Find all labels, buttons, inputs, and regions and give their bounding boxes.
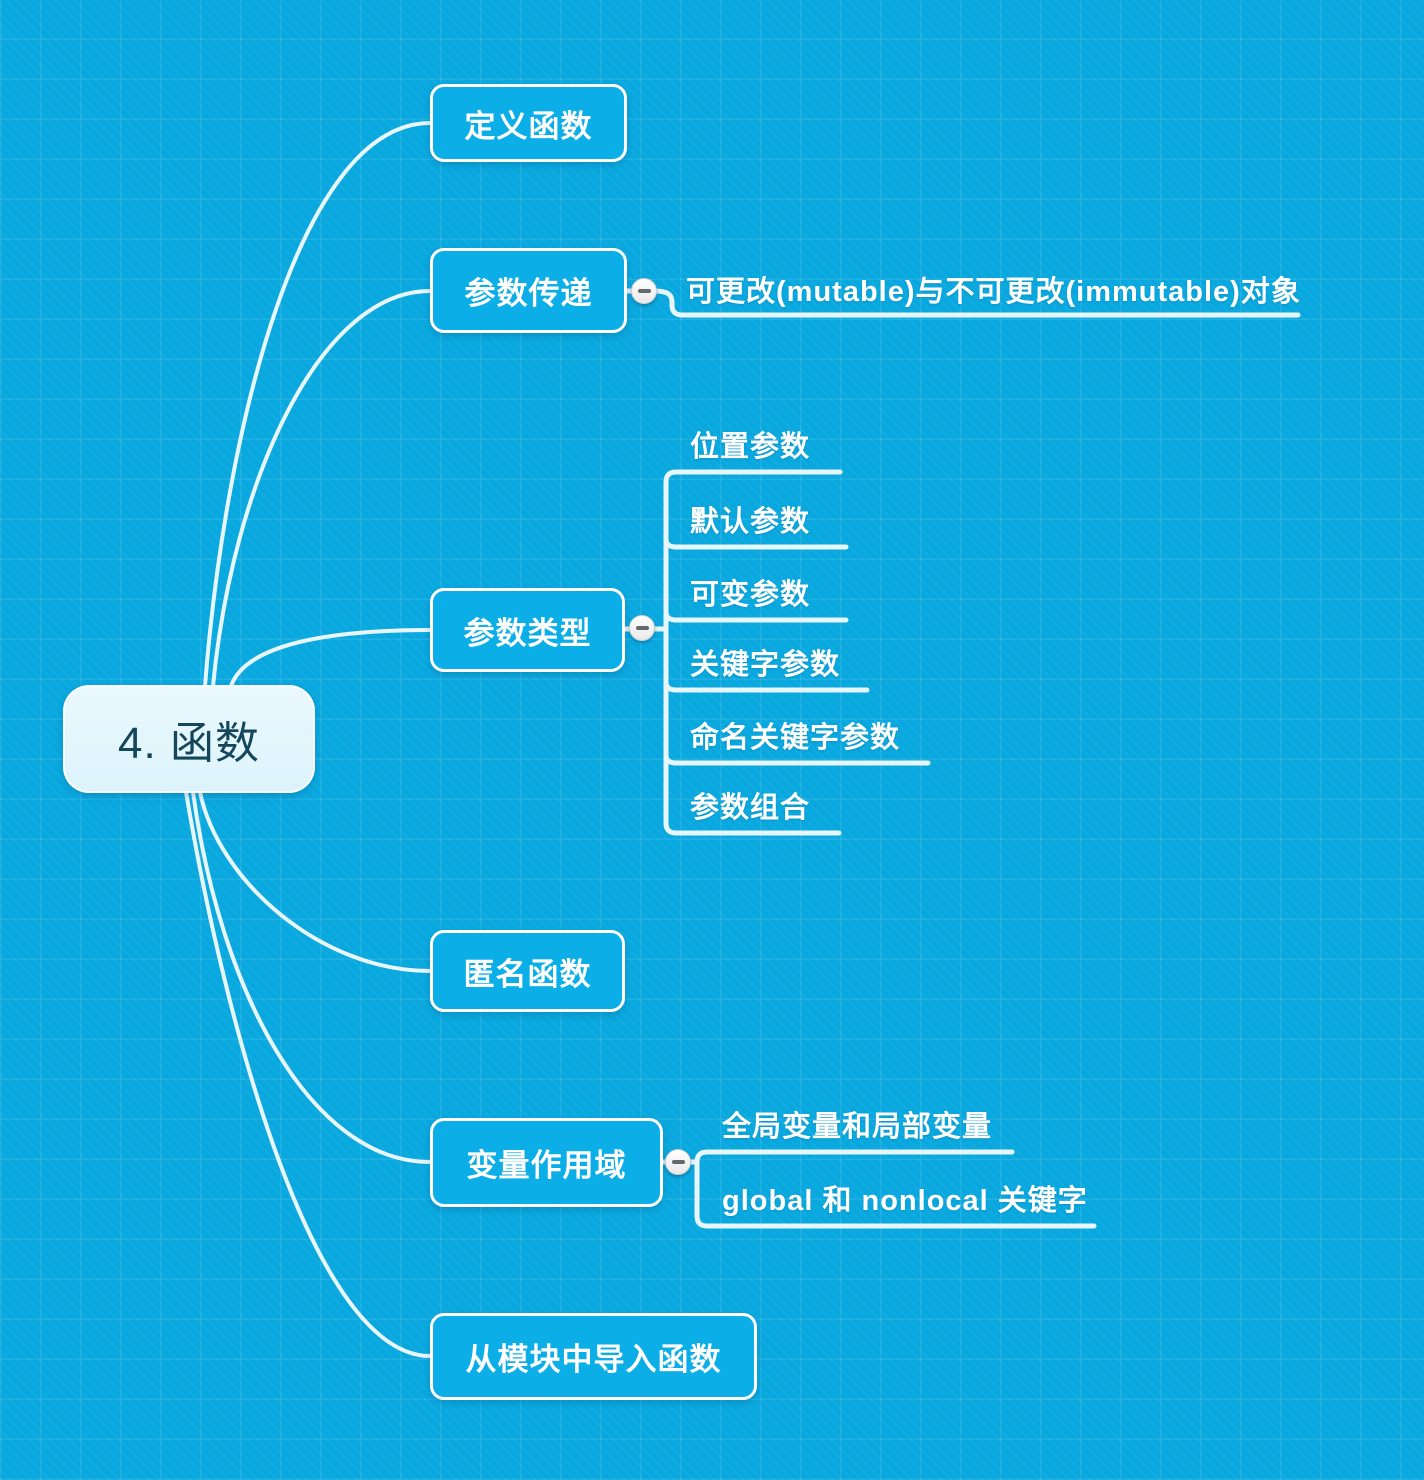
minus-bar bbox=[635, 626, 649, 630]
connector-root-anonymous bbox=[198, 790, 432, 973]
branch-label: 参数传递 bbox=[464, 276, 593, 311]
connector-root-define bbox=[203, 121, 432, 688]
branch-import-from-module[interactable]: 从模块中导入函数 bbox=[430, 1313, 757, 1400]
branch-label: 参数类型 bbox=[463, 615, 592, 651]
connector-root-import bbox=[184, 790, 432, 1358]
child-topic-mutable-immutable[interactable]: 可更改(mutable)与不可更改(immutable)对象 bbox=[686, 275, 1301, 308]
connector-root-scope bbox=[191, 790, 432, 1164]
connector-root-passing bbox=[211, 289, 432, 688]
minus-bar bbox=[637, 289, 651, 293]
child-topic-named-keyword-params[interactable]: 命名关键字参数 bbox=[690, 721, 901, 754]
branch-label: 匿名函数 bbox=[463, 956, 592, 992]
underline-types-child-3 bbox=[663, 609, 849, 623]
child-topic-positional-params[interactable]: 位置参数 bbox=[690, 430, 811, 463]
minus-icon[interactable] bbox=[629, 615, 655, 641]
child-topic-global-local-vars[interactable]: 全局变量和局部变量 bbox=[722, 1110, 993, 1143]
child-topic-param-combination[interactable]: 参数组合 bbox=[690, 791, 811, 824]
root-node[interactable]: 4. 函数 bbox=[63, 685, 315, 793]
branch-label: 定义函数 bbox=[464, 108, 593, 144]
branch-parameter-types[interactable]: 参数类型 bbox=[430, 588, 625, 672]
underline-types-child-5 bbox=[663, 752, 931, 766]
child-topic-variable-params[interactable]: 可变参数 bbox=[690, 578, 811, 611]
minus-icon[interactable] bbox=[665, 1149, 691, 1175]
branch-variable-scope[interactable]: 变量作用域 bbox=[430, 1118, 663, 1207]
branch-parameter-passing[interactable]: 参数传递 bbox=[430, 248, 627, 333]
child-topic-default-params[interactable]: 默认参数 bbox=[690, 505, 811, 538]
underline-types-child-2 bbox=[663, 536, 849, 550]
minus-icon[interactable] bbox=[631, 278, 657, 304]
connector-root-types bbox=[229, 628, 432, 688]
branch-define-function[interactable]: 定义函数 bbox=[430, 84, 627, 162]
underline-types-child-4 bbox=[663, 679, 870, 693]
branch-label: 变量作用域 bbox=[466, 1148, 627, 1183]
minus-bar bbox=[671, 1160, 685, 1164]
root-label: 4. 函数 bbox=[118, 719, 260, 768]
child-topic-keyword-params[interactable]: 关键字参数 bbox=[690, 648, 841, 681]
branch-label: 从模块中导入函数 bbox=[465, 1342, 722, 1377]
branch-anonymous-function[interactable]: 匿名函数 bbox=[430, 930, 625, 1012]
child-topic-global-nonlocal-keywords[interactable]: global 和 nonlocal 关键字 bbox=[722, 1184, 1088, 1217]
